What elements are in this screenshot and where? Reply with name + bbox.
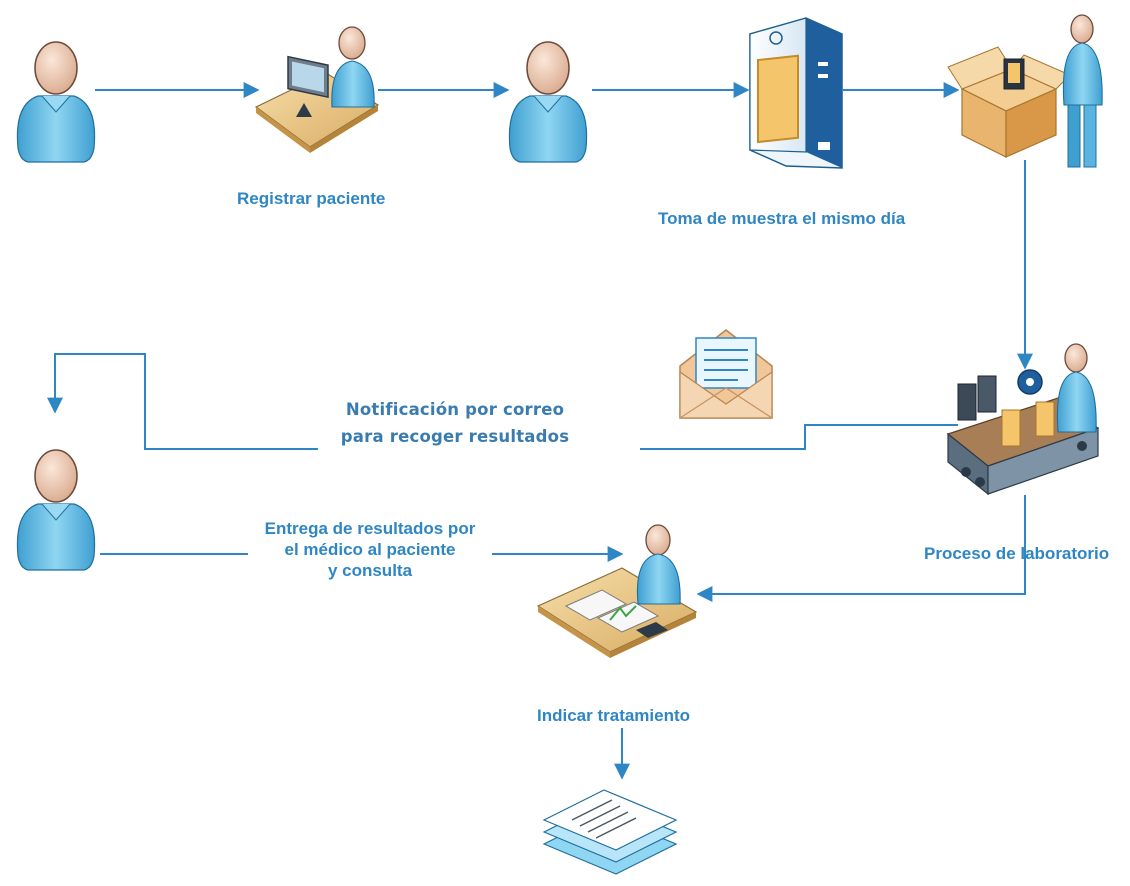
connector-notification-to-patient	[47, 353, 318, 450]
patient-icon	[16, 449, 96, 571]
envelope-icon	[679, 329, 773, 419]
label-notificacion-line2: para recoger resultados	[340, 427, 570, 446]
label-toma-de-muestra: Toma de muestra el mismo día	[658, 209, 906, 228]
label-entrega-resultados: Entrega de resultados por el médico al p…	[248, 518, 492, 581]
registration-desk-icon	[254, 26, 380, 153]
connector-lab-to-notification	[640, 424, 958, 450]
label-entrega-line3: y consulta	[327, 561, 413, 580]
sample-cabinet-icon	[749, 17, 843, 169]
label-notificacion: Notificación por correo para recoger res…	[330, 396, 580, 450]
label-notificacion-line1: Notificación por correo	[345, 400, 565, 419]
label-entrega-line1: Entrega de resultados por	[264, 519, 476, 538]
lab-conveyor-icon	[946, 343, 1100, 496]
shipping-worker-icon	[947, 14, 1103, 168]
doctor-desk-icon	[536, 524, 698, 658]
label-entrega-line2: el médico al paciente	[284, 540, 456, 559]
documents-stack-icon	[542, 789, 678, 875]
connectors	[47, 82, 1033, 780]
patient-icon	[16, 41, 96, 163]
label-registrar-paciente: Registrar paciente	[237, 189, 386, 208]
patient-icon	[508, 41, 588, 163]
label-proceso-de-laboratorio: Proceso de laboratorio	[924, 544, 1110, 563]
label-indicar-tratamiento: Indicar tratamiento	[537, 706, 691, 725]
connector-lab-to-doctor	[696, 495, 1026, 602]
